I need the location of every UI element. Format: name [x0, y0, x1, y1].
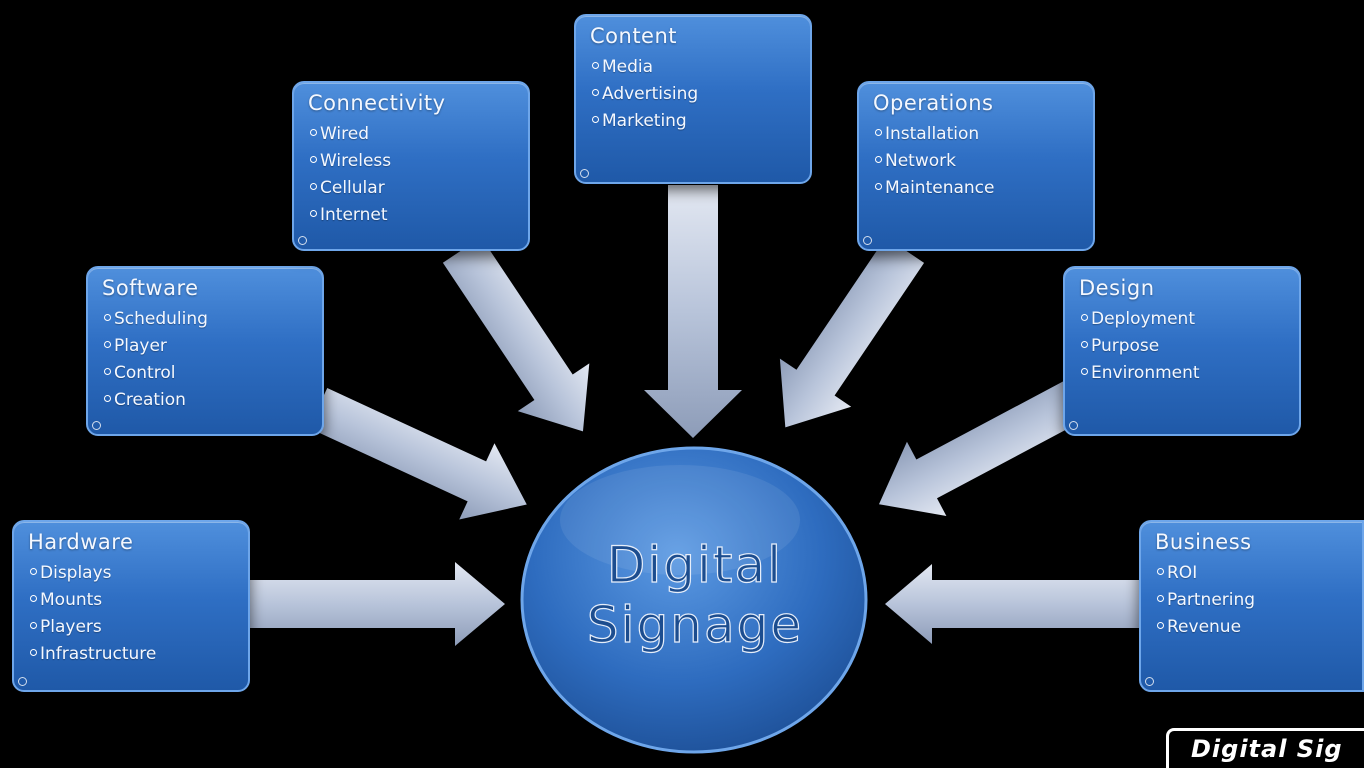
list-item: Control — [104, 360, 310, 387]
list-item: Wireless — [310, 148, 516, 175]
corner-dot-icon — [1145, 677, 1154, 686]
center-label: Digital Signage — [540, 535, 850, 655]
list-item: Maintenance — [875, 175, 1081, 202]
corner-dot-icon — [92, 421, 101, 430]
list-item: Revenue — [1157, 614, 1350, 641]
box-content: Content Media Advertising Marketing — [574, 14, 812, 184]
box-title: Design — [1079, 276, 1155, 300]
list-item: Player — [104, 333, 310, 360]
list-item: Cellular — [310, 175, 516, 202]
box-business: Business ROI Partnering Revenue — [1139, 520, 1364, 692]
box-hardware: Hardware Displays Mounts Players Infrast… — [12, 520, 250, 692]
center-label-line2: Signage — [586, 595, 804, 654]
item-list: Scheduling Player Control Creation — [100, 306, 310, 414]
list-item: ROI — [1157, 560, 1350, 587]
list-item: Players — [30, 614, 236, 641]
list-item: Media — [592, 54, 798, 81]
box-software: Software Scheduling Player Control Creat… — [86, 266, 324, 436]
item-list: Media Advertising Marketing — [588, 54, 798, 135]
center-circle — [520, 446, 868, 754]
list-item: Environment — [1081, 360, 1287, 387]
list-item: Scheduling — [104, 306, 310, 333]
list-item: Advertising — [592, 81, 798, 108]
box-operations: Operations Installation Network Maintena… — [857, 81, 1095, 251]
arrow-content — [644, 185, 742, 438]
arrow-connectivity — [442, 237, 590, 432]
box-title: Business — [1155, 530, 1252, 554]
arrow-design — [878, 380, 1086, 516]
item-list: Deployment Purpose Environment — [1077, 306, 1287, 387]
list-item: Mounts — [30, 587, 236, 614]
list-item: Installation — [875, 121, 1081, 148]
list-item: Marketing — [592, 108, 798, 135]
arrow-hardware — [250, 562, 505, 646]
box-title: Software — [102, 276, 199, 300]
item-list: Wired Wireless Cellular Internet — [306, 121, 516, 229]
item-list: Displays Mounts Players Infrastructure — [26, 560, 236, 668]
corner-dot-icon — [580, 169, 589, 178]
center-circle-highlight — [560, 465, 800, 575]
corner-dot-icon — [18, 677, 27, 686]
box-title: Hardware — [28, 530, 134, 554]
corner-dot-icon — [1069, 421, 1078, 430]
list-item: Internet — [310, 202, 516, 229]
arrow-operations — [779, 237, 925, 428]
box-title: Content — [590, 24, 678, 48]
list-item: Deployment — [1081, 306, 1287, 333]
box-connectivity: Connectivity Wired Wireless Cellular Int… — [292, 81, 530, 251]
box-title: Operations — [873, 91, 994, 115]
arrow-software — [308, 388, 527, 520]
list-item: Purpose — [1081, 333, 1287, 360]
list-item: Creation — [104, 387, 310, 414]
list-item: Wired — [310, 121, 516, 148]
center-label-line1: Digital — [606, 535, 784, 594]
item-list: ROI Partnering Revenue — [1153, 560, 1350, 641]
corner-dot-icon — [298, 236, 307, 245]
box-design: Design Deployment Purpose Environment — [1063, 266, 1301, 436]
list-item: Displays — [30, 560, 236, 587]
list-item: Network — [875, 148, 1081, 175]
logo: Digital Sig — [1166, 728, 1364, 768]
corner-dot-icon — [863, 236, 872, 245]
arrows — [250, 185, 1140, 646]
box-title: Connectivity — [308, 91, 446, 115]
list-item: Infrastructure — [30, 641, 236, 668]
list-item: Partnering — [1157, 587, 1350, 614]
arrow-business — [885, 564, 1140, 644]
item-list: Installation Network Maintenance — [871, 121, 1081, 202]
